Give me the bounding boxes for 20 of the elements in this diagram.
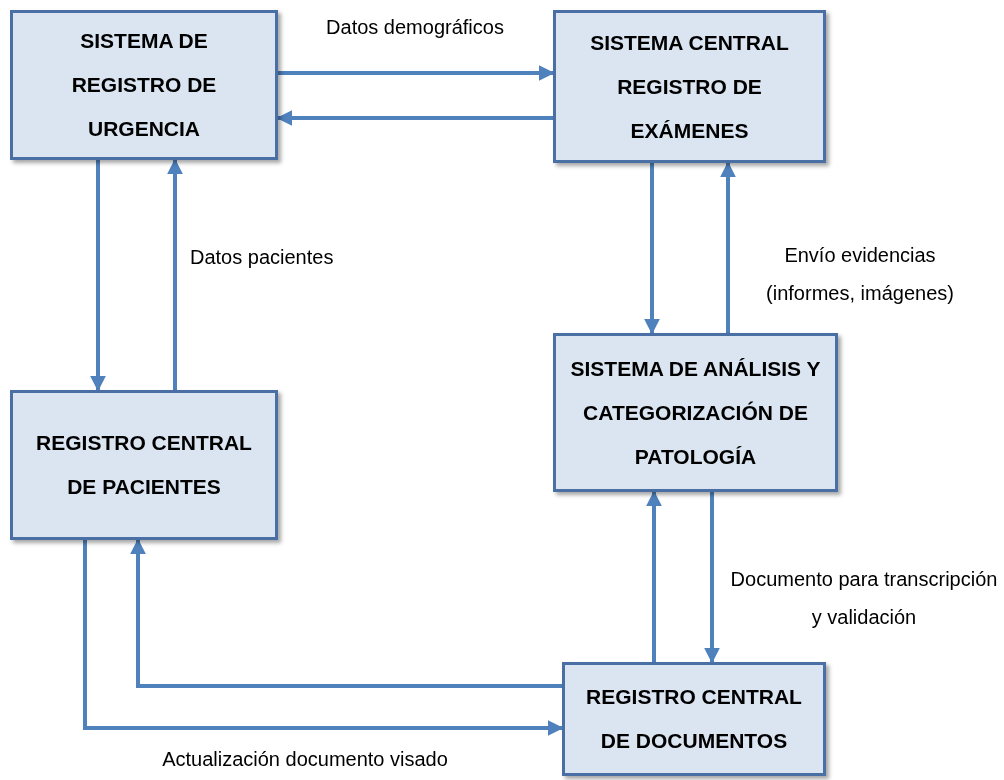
process-box — [10, 10, 278, 160]
box-title: REGISTRO CENTRAL DE DOCUMENTOS — [585, 684, 803, 754]
arrow — [167, 158, 183, 390]
arrow — [720, 161, 736, 333]
box-title: SISTEMA DE ANÁLISIS Y CATEGORIZACIÓN DE PATOLOGÍA — [569, 355, 822, 470]
process-box — [10, 390, 278, 540]
process-box — [562, 662, 826, 776]
arrow — [90, 160, 106, 392]
box-title: REGISTRO CENTRAL DE PACIENTES — [35, 430, 253, 500]
arrow — [83, 540, 564, 736]
process-box — [553, 10, 826, 163]
arrow — [278, 65, 555, 81]
arrow — [646, 490, 662, 662]
process-box — [553, 333, 838, 492]
arrow — [276, 110, 553, 126]
arrow — [644, 163, 660, 335]
box-title: SISTEMA DE REGISTRO DE URGENCIA — [70, 28, 218, 142]
box-title: SISTEMA CENTRAL REGISTRO DE EXÁMENES — [589, 29, 790, 144]
arrow — [704, 492, 720, 664]
arrow — [130, 538, 562, 688]
